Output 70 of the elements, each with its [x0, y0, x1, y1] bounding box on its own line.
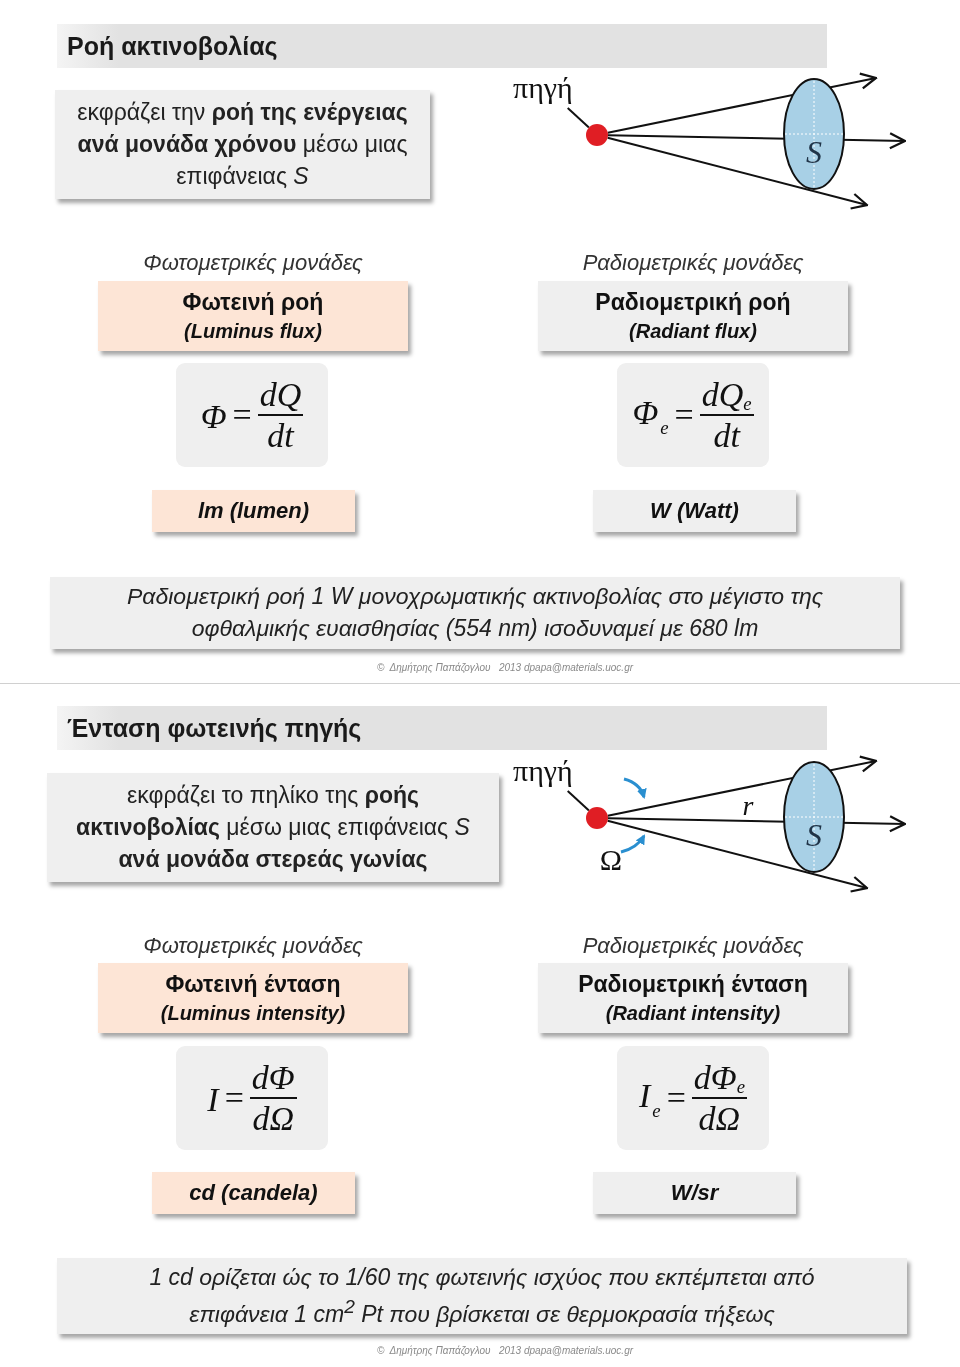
quantity-name: Ραδιομετρική ροή [595, 288, 791, 318]
note-text: Ραδιομετρική ροή 1 W μονοχρωματικής ακτινοβολίας στο μέγιστο της οφθαλμικής ευαισθησίας (554 nm) ισοδυναμεί με 680 lm [126, 582, 824, 643]
surface-symbol: S [805, 819, 823, 851]
formula-panel [176, 1046, 328, 1150]
source-label: πηγή [513, 753, 573, 789]
denominator: dt [713, 416, 740, 456]
quantity-translation: (Luminus intensity) [160, 1000, 346, 1026]
note-box [57, 1258, 907, 1335]
angle-symbol: Ω [599, 843, 623, 877]
surface-symbol: S [805, 136, 823, 168]
point-source [586, 807, 608, 829]
formula-symbol: I [207, 1083, 219, 1117]
point-source [586, 124, 608, 146]
formula-symbol: Φ [200, 400, 227, 434]
title-band [57, 706, 827, 750]
unit-box [152, 490, 355, 532]
leader-line [566, 790, 590, 812]
quantity-translation: (Radiant flux) [629, 318, 757, 344]
slide-title: Ένταση φωτεινής πηγής [67, 713, 362, 743]
section-heading: Ραδιομετρικές μονάδες [582, 933, 804, 959]
unit-text: lm (lumen) [197, 498, 310, 524]
quantity-box [538, 281, 848, 351]
quantity-box [98, 963, 408, 1033]
equals-sign: = [224, 1081, 244, 1115]
note-text: 1 cd ορίζεται ώς το 1/60 της φωτεινής ισχύος που εκπέμπεται από επιφάνεια 1 cm$^{2}$ Pt που βρίσκεται σε θερμοκρασία τήξεως [148, 1263, 816, 1329]
copyright-note: © Δημήτρης Παπάζογλου 2013 dpapa@materials.uoc.gr [376, 1345, 634, 1356]
unit-box [593, 1172, 796, 1214]
quantity-translation: (Radiant intensity) [605, 1000, 781, 1026]
denominator: dt [267, 416, 294, 456]
definition-text: εκφράζει το πηλίκο της ροής ακτινοβολίας μέσω μιας επιφάνειας S ανά μονάδα στερεάς γωνίας [75, 781, 471, 875]
formula-panel [176, 363, 328, 467]
denominator: dΩ [698, 1099, 741, 1139]
quantity-translation: (Luminus flux) [184, 318, 322, 344]
source-label: πηγή [513, 70, 573, 106]
numerator: dQ$_{e}$ [700, 374, 753, 415]
numerator: dQ [258, 374, 303, 414]
unit-text: W (Watt) [650, 498, 739, 524]
definition-text: εκφράζει την ροή της ενέργειας ανά μονάδα χρόνου μέσω μιας επιφάνειας S [76, 98, 409, 192]
note-box [50, 577, 900, 649]
title-band [57, 24, 827, 68]
copyright-note: © Δημήτρης Παπάζογλου 2013 dpapa@materials.uoc.gr [376, 662, 634, 673]
definition-box [55, 90, 430, 199]
ray-arrow [606, 136, 869, 210]
quantity-box [538, 963, 848, 1033]
unit-box [593, 490, 796, 532]
numerator: dΦ [250, 1057, 296, 1097]
quantity-name: Φωτεινή ένταση [165, 970, 341, 1000]
equals-sign: = [674, 398, 694, 432]
quantity-box [98, 281, 408, 351]
slide-title: Ροή ακτινοβολίας [67, 31, 278, 61]
numerator: dΦ$_{e}$ [692, 1057, 746, 1098]
definition-box [47, 773, 499, 882]
section-heading: Ραδιομετρικές μονάδες [582, 250, 804, 276]
quantity-name: Φωτεινή ροή [182, 288, 324, 318]
equals-sign: = [232, 398, 252, 432]
leader-line [566, 107, 590, 129]
unit-box [152, 1172, 355, 1214]
equals-sign: = [666, 1081, 686, 1115]
ray-arrow [606, 819, 869, 893]
formula-panel [617, 363, 769, 467]
unit-text: W/sr [670, 1180, 719, 1206]
formula-symbol: I$_{e}$ [639, 1079, 661, 1121]
formula-symbol: Φ$_{e}$ [632, 396, 669, 438]
denominator: dΩ [252, 1099, 295, 1139]
distance-symbol: r [742, 790, 754, 822]
section-heading: Φωτομετρικές μονάδες [143, 250, 363, 276]
unit-text: cd (candela) [189, 1180, 318, 1206]
section-heading: Φωτομετρικές μονάδες [143, 933, 363, 959]
formula-panel [617, 1046, 769, 1150]
quantity-name: Ραδιομετρική ένταση [578, 970, 808, 1000]
